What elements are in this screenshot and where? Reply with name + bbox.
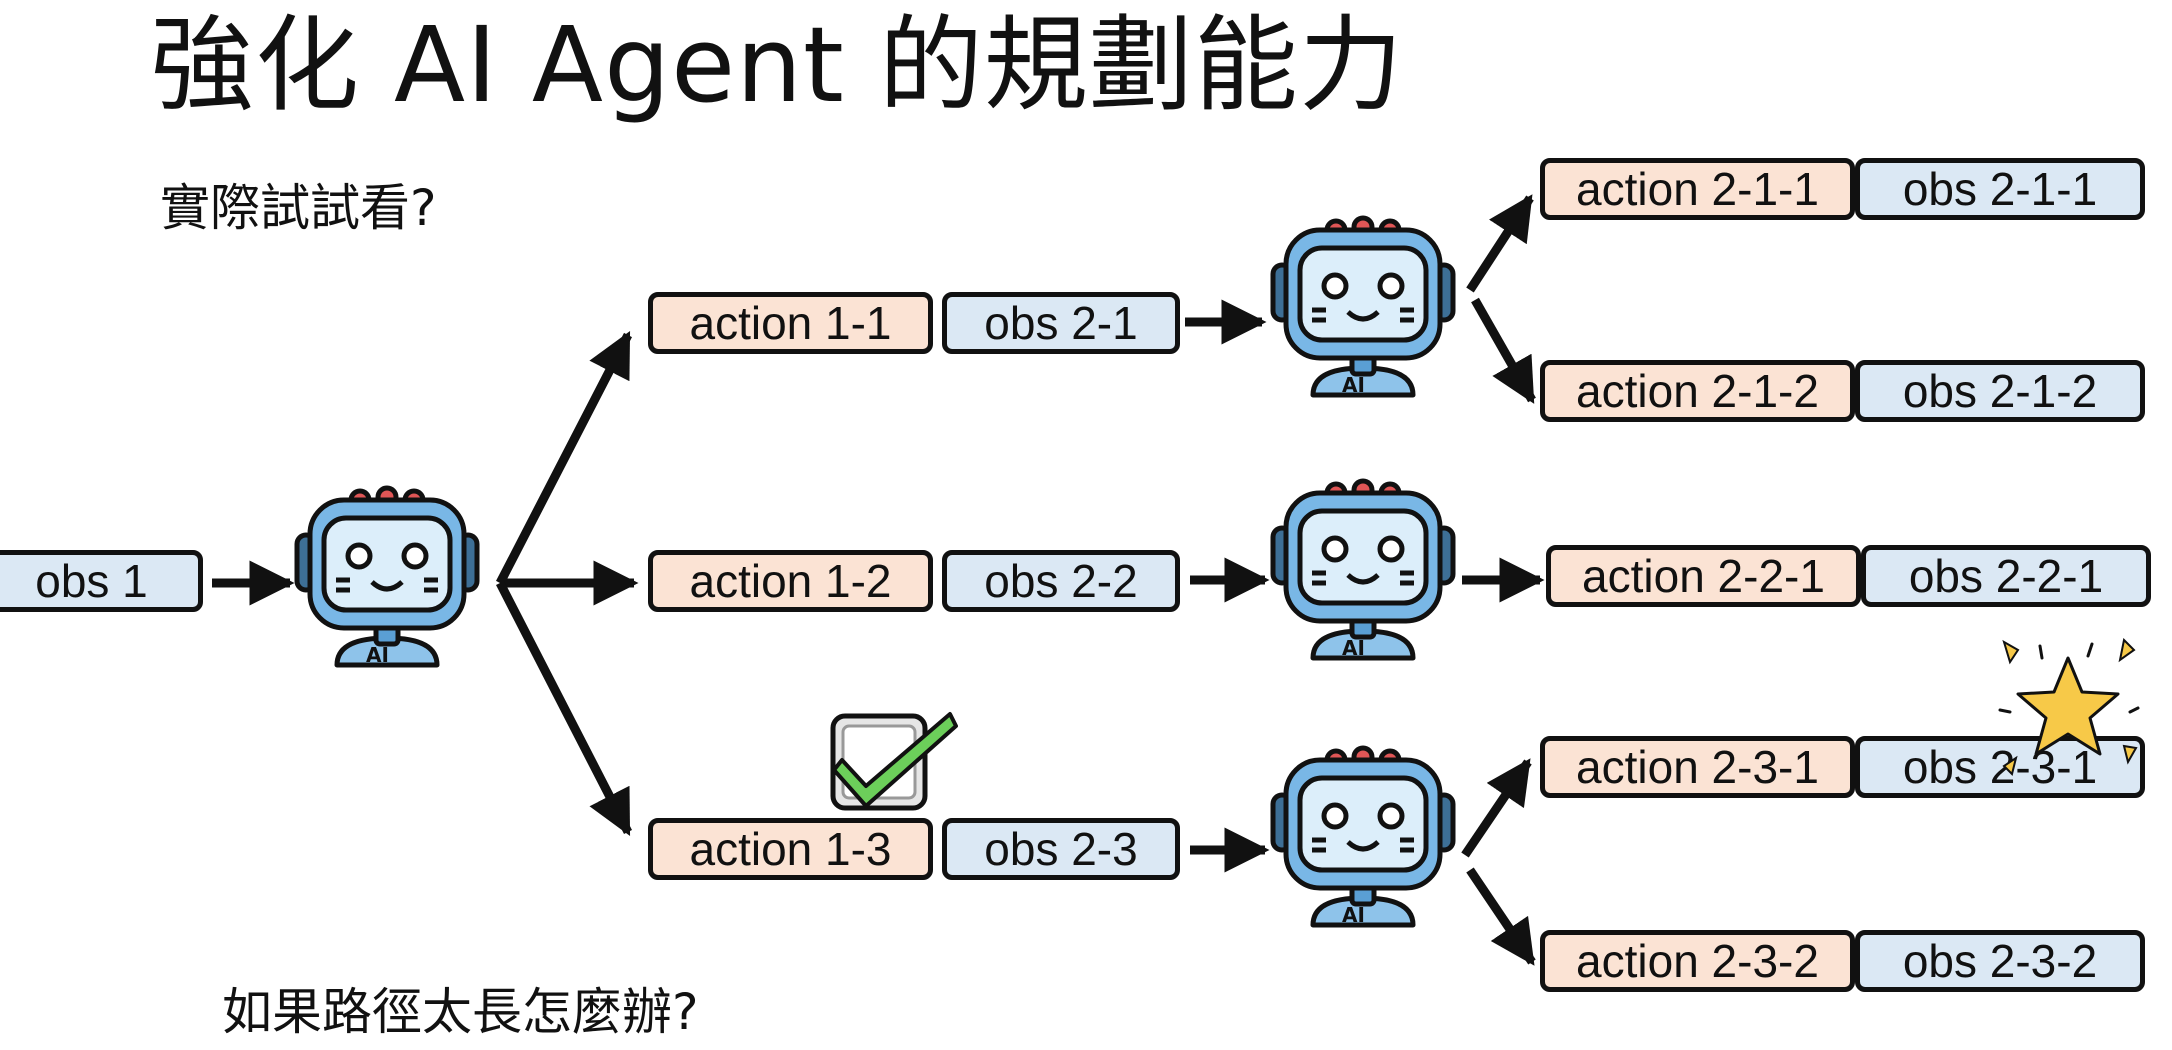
checkbox-checked-icon bbox=[830, 712, 958, 811]
arrow-to-action-2-1-1 bbox=[1466, 194, 1534, 293]
subtitle-bottom: 如果路徑太長怎麼辦? bbox=[222, 983, 699, 1041]
arrow-to-action-2-1-2 bbox=[1471, 297, 1536, 404]
action-2-3-1-box: action 2-3-1 bbox=[1540, 736, 1855, 798]
obs-2-2-box: obs 2-2 bbox=[942, 550, 1180, 612]
obs-2-1-1-box: obs 2-1-1 bbox=[1855, 158, 2145, 220]
obs-2-1-box: obs 2-1 bbox=[942, 292, 1180, 354]
arrow-to-action-2-3-1 bbox=[1461, 758, 1532, 858]
action-2-2-1-box: action 2-2-1 bbox=[1546, 545, 1861, 607]
obs-2-1-2-box: obs 2-1-2 bbox=[1855, 360, 2145, 422]
action-1-2-box: action 1-2 bbox=[648, 550, 933, 612]
robot-icon: AI bbox=[1270, 478, 1456, 661]
robot-icon: AI bbox=[294, 485, 480, 668]
page-title: 強化 AI Agent 的規劃能力 bbox=[150, 4, 1404, 126]
obs-2-3-2-box: obs 2-3-2 bbox=[1855, 930, 2145, 992]
arrow-to-action-2-3-2 bbox=[1466, 867, 1536, 966]
action-2-1-1-box: action 2-1-1 bbox=[1540, 158, 1855, 220]
obs-1-box: obs 1 bbox=[0, 550, 203, 612]
action-2-1-2-box: action 2-1-2 bbox=[1540, 360, 1855, 422]
action-2-3-2-box: action 2-3-2 bbox=[1540, 930, 1855, 992]
arrow-to-action-1-1 bbox=[496, 331, 632, 586]
obs-2-2-1-box: obs 2-2-1 bbox=[1861, 545, 2151, 607]
action-1-3-box: action 1-3 bbox=[648, 818, 933, 880]
robot-badge: AI bbox=[1342, 903, 1365, 927]
robot-badge: AI bbox=[1342, 636, 1365, 660]
obs-2-3-box: obs 2-3 bbox=[942, 818, 1180, 880]
arrow-to-action-1-3 bbox=[495, 580, 633, 837]
robot-badge: AI bbox=[1342, 373, 1365, 397]
subtitle-top: 實際試試看? bbox=[160, 179, 437, 237]
robot-icon: AI bbox=[1270, 215, 1456, 398]
robot-badge: AI bbox=[366, 643, 389, 667]
action-1-1-box: action 1-1 bbox=[648, 292, 933, 354]
robot-icon: AI bbox=[1270, 745, 1456, 928]
star-icon bbox=[1998, 638, 2140, 776]
